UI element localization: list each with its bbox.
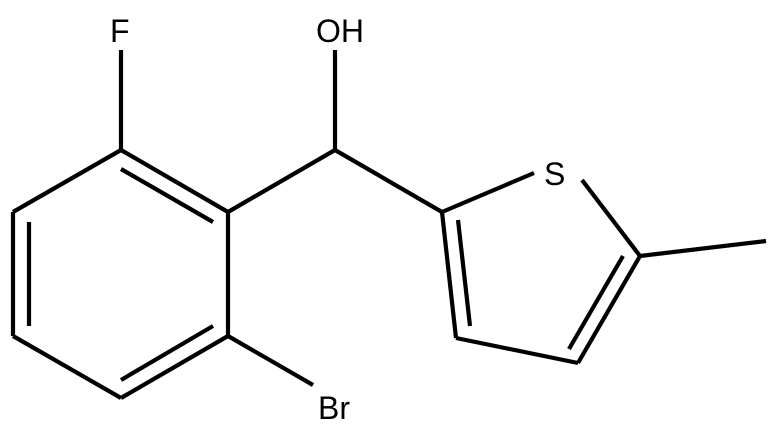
- bond-ch-thiophene: [333, 148, 444, 214]
- bond-c1-c2: [119, 148, 230, 214]
- bond-tc3-tc2: [439, 211, 459, 339]
- bond-tc3-tc2-inner: [455, 219, 473, 327]
- bond-c2-c3: [11, 148, 123, 214]
- bond-c5-c6: [119, 334, 230, 400]
- bond-c5-c6-inner: [119, 324, 215, 382]
- bonds: [10, 50, 767, 400]
- bond-tc5-tc4: [576, 254, 642, 365]
- atom-label-hydroxyl: OH: [316, 13, 364, 49]
- bond-s-tc5: [580, 178, 642, 258]
- bond-c6-br: [226, 334, 315, 387]
- bond-c1-c2-inner: [119, 167, 215, 224]
- bond-tc5-tc4-inner: [567, 254, 625, 351]
- atom-label-bromine: Br: [318, 390, 350, 426]
- bond-tc5-methyl: [639, 238, 767, 259]
- bond-tc4-tc3: [455, 335, 579, 366]
- bond-c4-c5: [11, 334, 123, 400]
- bond-tc2-s: [441, 171, 535, 214]
- bond-c1-ch: [226, 148, 337, 214]
- atom-label-sulfur: S: [544, 156, 565, 192]
- atom-label-fluorine: F: [110, 13, 130, 49]
- atom-labels: OH F Br S: [110, 13, 565, 426]
